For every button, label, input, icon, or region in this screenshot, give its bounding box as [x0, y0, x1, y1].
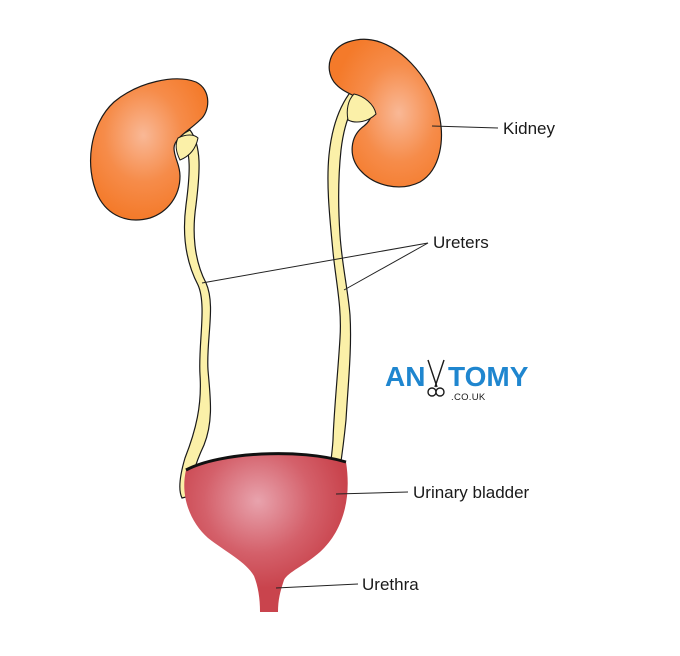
right-renal-pelvis [346, 93, 377, 123]
svg-text:.CO.UK: .CO.UK [451, 392, 486, 403]
svg-text:AN: AN [385, 361, 425, 392]
anatomy-logo: AN TOMY .CO.UK [385, 359, 529, 403]
bladder-dome-outline [185, 452, 347, 472]
ureter-leader-line-left [201, 242, 429, 284]
right-kidney [328, 38, 443, 188]
bladder-leader-line [335, 491, 409, 495]
left-kidney [89, 78, 209, 221]
kidney-leader-line [431, 125, 499, 129]
bladder-label: Urinary bladder [413, 483, 530, 502]
scissors-icon [427, 359, 445, 397]
svg-text:TOMY: TOMY [448, 361, 529, 392]
urethra-leader-line [275, 583, 359, 589]
urinary-bladder [184, 453, 348, 612]
left-ureter [179, 129, 212, 499]
ureters-label: Ureters [433, 233, 489, 252]
kidney-label: Kidney [503, 119, 555, 138]
urethra-label: Urethra [362, 575, 419, 594]
ureter-leader-line-right [343, 242, 429, 291]
left-renal-pelvis [175, 134, 199, 161]
